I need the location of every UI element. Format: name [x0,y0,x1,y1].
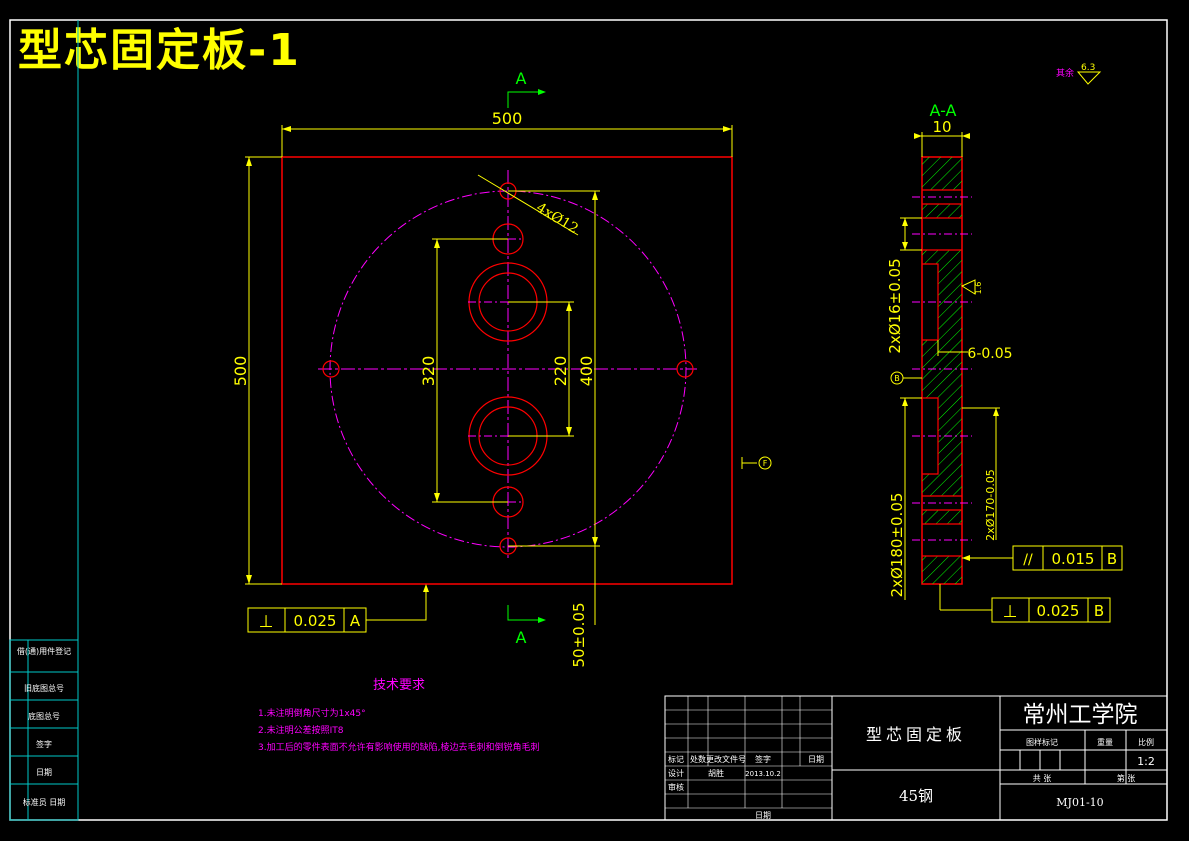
tol-front-symbol: ⊥ [259,612,274,632]
tb-drawing-no: MJ01-10 [1056,796,1103,809]
tb-designer: 胡胜 [708,768,724,778]
tol-parallel-datum: B [1107,550,1117,568]
tol-frame-side [940,597,1111,623]
front-view [281,156,733,585]
title-block-grid [664,695,1168,821]
tol-side-value: 0.025 [1037,602,1080,620]
tb-school: 常州工学院 [1023,702,1138,728]
tb-scale-label: 比例 [1138,737,1154,747]
hole-left [322,360,340,378]
notes-title: 技术要求 [373,678,425,693]
dim-400: 400 [577,356,596,387]
section-view [912,156,972,585]
strip-label-2: 旧底图总号 [24,683,64,693]
tol-frame-parallel [962,545,1123,571]
datum-letter-side: B [894,374,900,383]
tb-part-name: 型芯固定板 [866,725,966,744]
strip-label-4: 签字 [36,739,52,749]
datum-marker-front [741,456,772,470]
tol-front-datum: A [350,612,361,630]
left-strip-table [9,639,79,821]
dim-170: 2xØ170-0.05 [984,469,997,541]
local-roughness-symbol [960,279,976,295]
datum-letter-front: F [763,459,768,468]
tol-frame-front [247,590,427,633]
tb-stage: 图样标记 [1026,737,1058,747]
plate-outline [281,156,733,585]
datum-marker-side [890,371,922,385]
strip-label-3: 底图总号 [28,711,60,721]
tb-date: 日期 [808,755,824,764]
outer-frame [9,19,1168,821]
tb-material: 45钢 [899,787,933,805]
dim-width: 500 [492,109,523,128]
dim-220: 220 [551,356,570,387]
note-3: 3.加工后的零件表面不允许有影响使用的缺陷,棱边去毛刺和倒锐角毛刺 [258,741,539,753]
dim-320: 320 [419,356,438,387]
hole-right [676,360,694,378]
tb-mark: 标记 [668,754,684,764]
revision-grid [665,696,832,809]
tb-review-label: 审核 [668,782,684,792]
tb-count: 处数 [690,754,706,764]
tol-parallel-symbol: // [1023,552,1033,568]
note-2: 2.未注明公差按照IT8 [258,724,344,736]
tb-design-date: 2013.10.2 [745,770,781,778]
strip-label-1: 借(通)用件登记 [17,646,71,656]
strip-label-5: 日期 [36,768,52,777]
section-dimension-lines [900,132,1000,610]
tol-side-symbol: ⊥ [1003,602,1018,622]
dim-holes: 4xØ12 [533,200,581,237]
tb-weight: 重量 [1097,737,1113,747]
dim-counterbore: 2xØ16±0.05 [886,258,904,353]
tb-sheet-of: 第 张 [1117,773,1136,783]
roughness-symbol [1076,71,1102,85]
front-dimension-lines [245,125,733,625]
roughness-label: 其余 [1056,67,1074,79]
tb-designer-label: 设计 [668,768,684,778]
section-marks [507,91,538,621]
tol-front-value: 0.025 [294,612,337,630]
dim-height: 500 [231,356,250,387]
local-roughness-value: 1.6 [974,282,983,295]
drawing-title: 型芯固定板-1 [18,25,301,76]
tb-sheet: 共 张 [1033,774,1052,783]
front-arrowheads [246,126,732,584]
strip-label-6: 标准员 日期 [23,797,66,807]
section-title: A-A [930,101,957,120]
section-letter-bottom: A [516,628,527,647]
roughness-value: 6.3 [1081,63,1095,73]
tb-sign: 签字 [755,754,771,764]
tb-date-label: 日期 [755,811,771,820]
dim-180: 2xØ180±0.05 [888,493,906,598]
dim-thickness: 10 [932,118,951,136]
note-1: 1.未注明倒角尺寸为1x45° [258,707,366,719]
section-letter-top: A [516,69,527,88]
tol-parallel-value: 0.015 [1052,550,1095,568]
dim-depth: 6-0.05 [967,346,1012,362]
tol-side-datum: B [1094,602,1104,620]
tb-doc: 更改文件号 [706,754,746,764]
dim-offset: 50±0.05 [570,602,588,667]
tb-scale: 1:2 [1137,755,1155,768]
